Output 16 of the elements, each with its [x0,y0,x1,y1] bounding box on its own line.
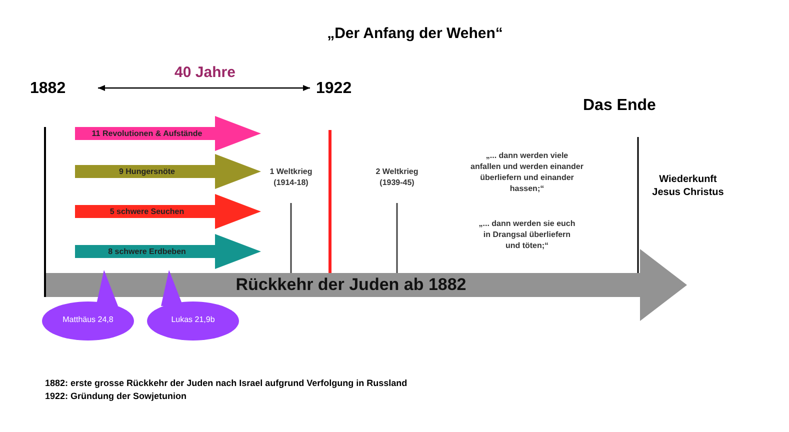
arrow-shaped-box: 8 schwere Erdbeben [75,234,261,269]
arrow-shaped-box: 11 Revolutionen & Aufstände [75,116,261,151]
quote-text: „... dann werden viele anfallen und werden einander überliefern und einander hassen;“ [470,150,584,194]
year-label: 1922 [316,79,352,99]
event-label: 1 Weltkrieg (1914-18) [268,166,314,188]
arrow-shaped-box: 5 schwere Seuchen [75,194,261,229]
year-label: 1882 [30,79,66,99]
event-label: 2 Weltkrieg (1939-45) [374,166,420,188]
title: „Der Anfang der Wehen“ [326,24,504,44]
arrow-shaped-box: 9 Hungersnöte [75,154,261,189]
footnote: 1922: Gründung der Sowjetunion [45,390,187,403]
span-label: 40 Jahre [174,63,236,83]
event-label: Wiederkunft Jesus Christus [651,173,725,199]
quote-text: „... dann werden sie euch in Drangsal überliefern und töten;“ [478,218,576,251]
end-label: Das Ende [583,96,656,116]
footnote: 1882: erste grosse Rückkehr der Juden nach Israel aufgrund Verfolgung in Russland [45,377,408,390]
